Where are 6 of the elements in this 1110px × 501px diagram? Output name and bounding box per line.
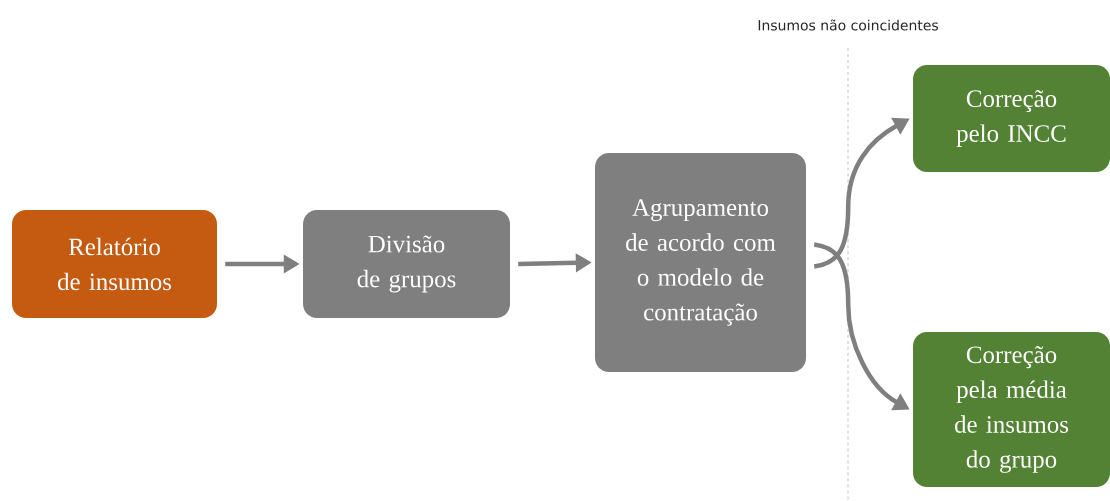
- process-box: Relatório de insumos: [12, 210, 217, 318]
- process-box: Divisão de grupos: [303, 210, 510, 318]
- result-box: Correção pela média de insumos do grupo: [913, 332, 1110, 487]
- section-label: Insumos não coincidentes: [758, 19, 938, 31]
- result-box: Correção pelo INCC: [913, 65, 1110, 172]
- process-box: Agrupamento de acordo com o modelo de contratação: [595, 153, 806, 372]
